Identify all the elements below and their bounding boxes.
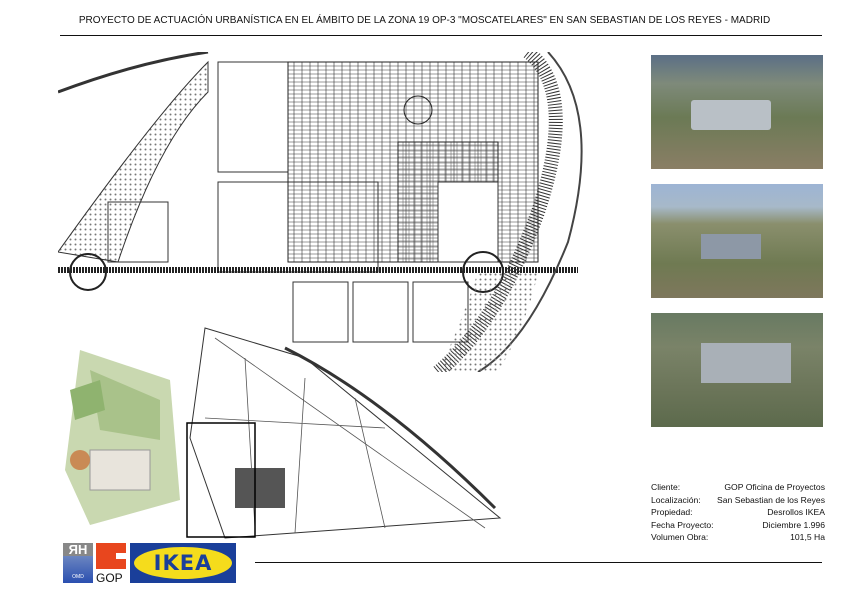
info-label: Fecha Proyecto: (651, 519, 714, 530)
rh-logo: ЯH OMD (63, 543, 93, 583)
info-value: Diciembre 1.996 (762, 519, 825, 530)
info-label: Volumen Obra: (651, 532, 709, 542)
footer-divider (255, 562, 822, 563)
ikea-logo-text: IKEA (153, 551, 213, 575)
info-value: Desrollos IKEA (767, 507, 825, 517)
color-site-plan (65, 350, 180, 525)
rh-logo-text: ЯH (63, 543, 93, 556)
ikea-logo: IKEA (130, 543, 236, 583)
highlight-box (186, 422, 256, 538)
page-title: PROYECTO DE ACTUACIÓN URBANÍSTICA EN EL … (78, 15, 771, 26)
gop-logo-text: GOP (96, 571, 123, 585)
info-row-location: Localización: San Sebastian de los Reyes (651, 495, 825, 508)
info-row-client: Cliente: GOP Oficina de Proyectos (651, 482, 825, 495)
info-value: San Sebastian de los Reyes (717, 494, 825, 505)
info-value: GOP Oficina de Proyectos (724, 482, 825, 492)
info-row-owner: Propiedad: Desrollos IKEA (651, 507, 825, 520)
info-label: Propiedad: (651, 507, 693, 517)
info-value: 101,5 Ha (790, 532, 825, 542)
title-divider (60, 35, 822, 36)
rh-logo-subtext: OMD (72, 574, 84, 580)
aerial-photo-3 (651, 313, 823, 427)
project-info: Cliente: GOP Oficina de Proyectos Localiz… (651, 482, 825, 545)
site-plan-drawing (58, 52, 583, 372)
info-row-date: Fecha Proyecto: Diciembre 1.996 (651, 520, 825, 533)
aerial-photo-2 (651, 184, 823, 298)
info-row-volume: Volumen Obra: 101,5 Ha (651, 532, 825, 545)
info-label: Cliente: (651, 482, 681, 492)
gop-logo: GOP (96, 543, 126, 585)
info-label: Localización: (651, 494, 701, 505)
aerial-photo-1 (651, 55, 823, 169)
location-map (186, 327, 502, 539)
